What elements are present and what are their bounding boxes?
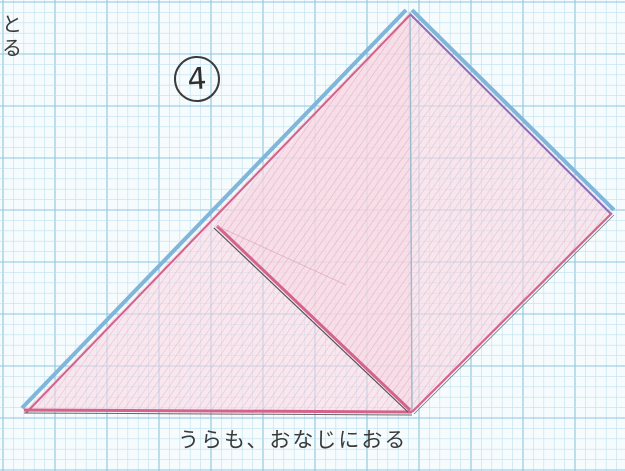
instruction-text: うらも、おなじにおる xyxy=(178,424,407,454)
bottom-edge-pink xyxy=(24,410,412,412)
corner-text: と る xyxy=(2,12,28,60)
bottom-edge-pencil xyxy=(24,413,412,415)
